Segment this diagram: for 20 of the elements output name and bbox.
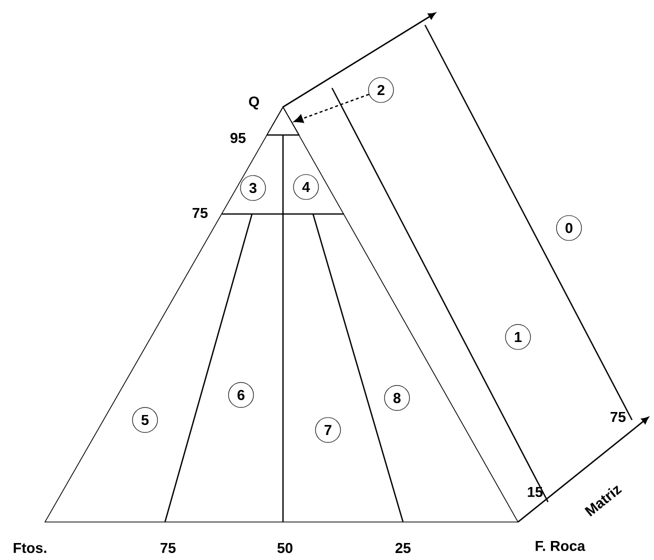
circled-number: 6 <box>228 382 254 408</box>
axis-label: Q <box>249 96 259 110</box>
circled-number: 8 <box>384 385 410 411</box>
axis-label: 75 <box>192 208 208 218</box>
circled-number: 2 <box>368 77 394 103</box>
axis-label: 25 <box>396 542 411 554</box>
leader-arrow <box>294 94 370 123</box>
axis-label: 95 <box>230 132 246 144</box>
circled-number: 4 <box>293 174 319 200</box>
axis-label: F. Roca <box>536 540 586 551</box>
circled-number: 0 <box>556 215 582 241</box>
circled-number: 3 <box>240 175 266 201</box>
circled-number: 7 <box>315 417 341 443</box>
axis-label: 75 <box>160 542 176 553</box>
circled-number: 5 <box>132 407 158 433</box>
circled-number: 1 <box>505 324 531 350</box>
axis-label: 50 <box>277 542 292 554</box>
axis-label: 15 <box>528 486 543 497</box>
axis-label: 75 <box>610 412 626 422</box>
axis-label: Ftos. <box>14 542 46 553</box>
